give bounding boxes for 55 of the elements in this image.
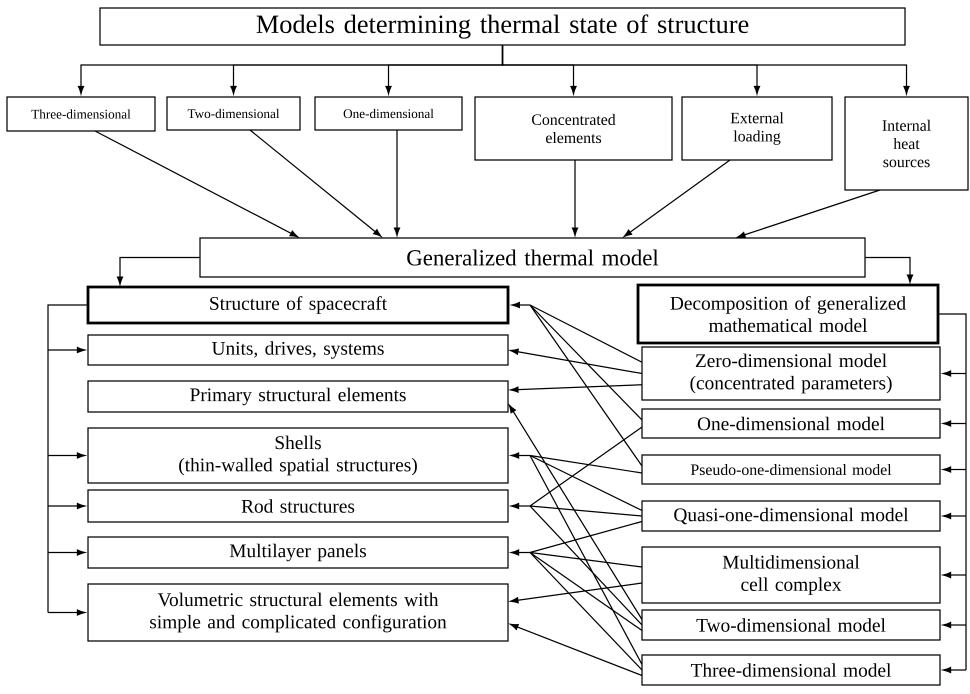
arrow	[510, 348, 642, 374]
arrow	[866, 256, 914, 283]
arrow	[572, 160, 578, 236]
bracket-line	[47, 304, 87, 612]
arrow	[48, 609, 86, 616]
model-box: One-dimensional	[314, 96, 463, 131]
arrow	[510, 549, 530, 556]
model-box: Decomposition of generalized mathematical model	[636, 284, 940, 344]
model-box: Zero-dimensional model (concentrated parameters)	[641, 346, 941, 401]
arrow	[737, 189, 880, 238]
arrow	[942, 512, 966, 520]
arrow	[942, 572, 966, 578]
arrow	[510, 624, 642, 676]
model-box: Structure of spacecraft	[86, 286, 510, 324]
model-box: Two-dimensional model	[641, 609, 941, 641]
arrow	[48, 549, 86, 556]
bracket-line	[939, 313, 967, 670]
model-box: One-dimensional model	[641, 408, 941, 439]
arrow	[942, 370, 966, 377]
arrow	[942, 420, 966, 427]
model-box: Pseudo-one-dimensional model	[641, 454, 941, 485]
model-box: Three-dimensional	[6, 96, 156, 132]
arrow	[48, 452, 86, 459]
arrow	[942, 466, 966, 473]
model-box: Multilayer panels	[87, 536, 509, 569]
model-box: Generalized thermal model	[199, 237, 866, 278]
model-box: Quasi-one-dimensional model	[641, 500, 941, 532]
arrow	[48, 346, 86, 354]
model-box: Volumetric structural elements with simple and complicated configuration	[87, 583, 509, 642]
arrow	[116, 256, 200, 285]
arrow	[510, 582, 642, 604]
model-box: Primary structural elements	[87, 380, 509, 413]
model-box: External loading	[681, 96, 833, 161]
arrow	[942, 666, 966, 674]
arrow	[510, 452, 530, 459]
arrow	[510, 502, 530, 510]
arrow	[250, 130, 382, 237]
arrow	[94, 130, 298, 238]
arrow	[942, 622, 966, 628]
model-box: Three-dimensional model	[641, 654, 941, 686]
model-box: Shells (thin-walled spatial structures)	[87, 427, 509, 484]
model-box: Rod structures	[87, 489, 509, 523]
arrow	[508, 404, 643, 620]
arrow	[502, 46, 910, 94]
model-box: Internal heat sources	[844, 96, 969, 191]
arrow	[48, 502, 86, 510]
arrow	[394, 130, 400, 236]
title-box: Models determining thermal state of structure	[99, 7, 906, 46]
model-box: Units, drives, systems	[87, 334, 509, 366]
arrow	[510, 384, 642, 393]
model-box: Concentrated elements	[474, 96, 673, 161]
model-box: Multidimensional cell complex	[641, 546, 941, 604]
model-box: Two-dimensional	[166, 96, 301, 131]
arrow	[624, 160, 730, 237]
arrow	[512, 302, 530, 308]
